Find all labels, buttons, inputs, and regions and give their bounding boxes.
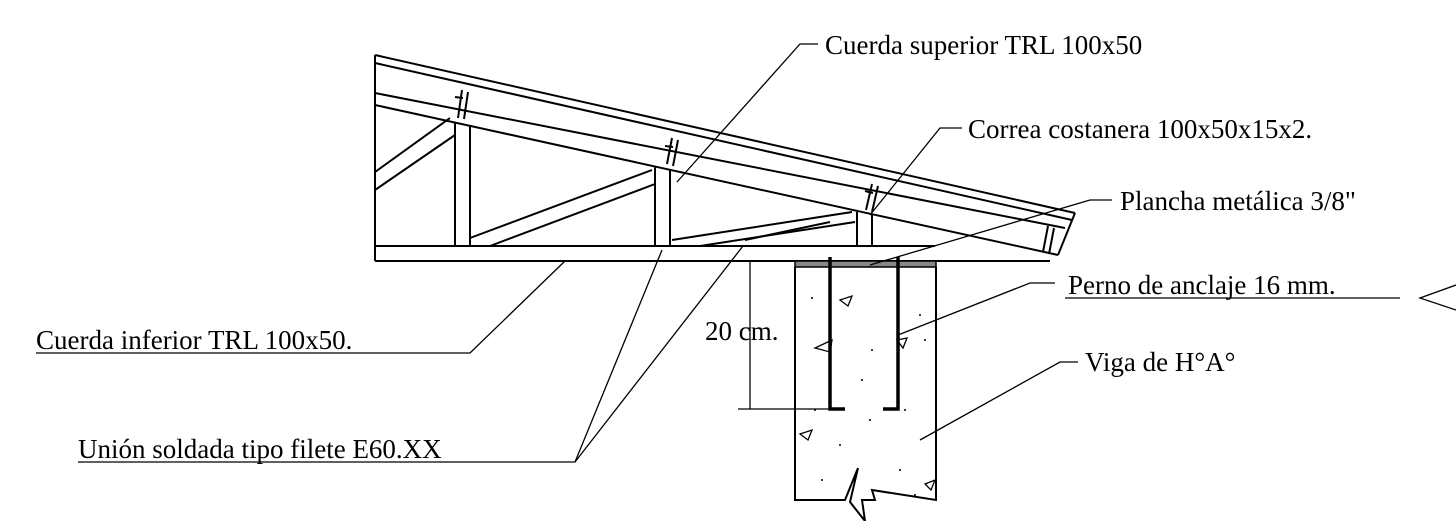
purlin-sections — [454, 89, 1055, 255]
top-chord — [374, 54, 1076, 261]
label-top-chord: Cuerda superior TRL 100x50 — [825, 30, 1142, 60]
dimension-label: 20 cm. — [705, 316, 779, 346]
truss-web-members — [374, 117, 873, 247]
label-beam: Viga de H°A° — [1085, 347, 1235, 377]
label-purlin: Correa costanera 100x50x15x2. — [968, 114, 1312, 144]
label-bottom-chord: Cuerda inferior TRL 100x50. — [36, 325, 352, 355]
label-anchor-bolt: Perno de anclaje 16 mm. — [1068, 270, 1336, 300]
leader-lines — [36, 43, 1456, 463]
label-weld: Unión soldada tipo filete E60.XX — [78, 434, 442, 464]
dimension-20cm — [738, 260, 830, 410]
bottom-chord — [375, 245, 1050, 262]
label-steel-plate: Plancha metálica 3/8" — [1120, 186, 1356, 216]
anchor-bolts — [828, 257, 900, 411]
concrete-beam — [794, 267, 937, 521]
steel-plate — [794, 260, 937, 268]
